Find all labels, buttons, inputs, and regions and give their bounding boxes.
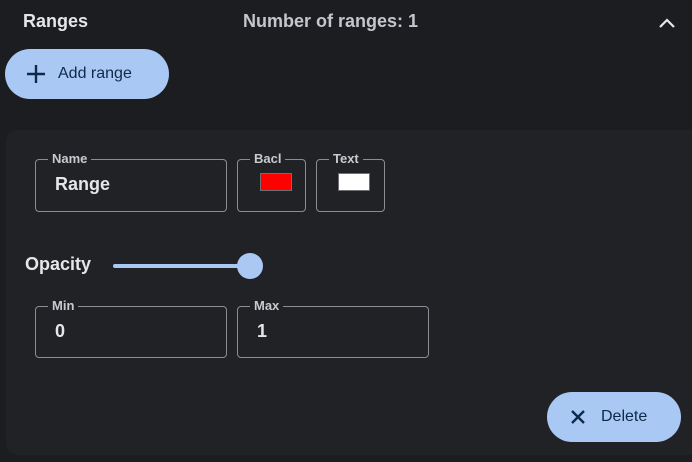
delete-button[interactable]: Delete xyxy=(547,392,681,442)
background-color-field[interactable]: Bacl xyxy=(237,151,306,212)
delete-label: Delete xyxy=(601,408,648,425)
close-icon xyxy=(569,408,587,426)
text-color-swatch[interactable] xyxy=(338,173,370,191)
add-range-button[interactable]: Add range xyxy=(5,49,169,99)
plus-icon xyxy=(25,63,47,85)
opacity-label: Opacity xyxy=(25,254,92,274)
background-color-swatch[interactable] xyxy=(260,173,292,191)
max-field-label: Max xyxy=(250,298,284,314)
min-field-value: 0 xyxy=(55,321,66,341)
add-range-label: Add range xyxy=(58,65,132,82)
max-field-value: 1 xyxy=(257,321,268,341)
name-field-label: Name xyxy=(48,151,92,167)
opacity-slider-thumb[interactable] xyxy=(237,253,263,279)
name-field-value: Range xyxy=(55,174,111,194)
name-field[interactable]: Name Range xyxy=(35,151,227,212)
min-field[interactable]: Min 0 xyxy=(35,298,227,358)
chevron-up-icon xyxy=(659,18,675,28)
range-count: Number of ranges: 1 xyxy=(243,11,419,31)
collapse-button[interactable] xyxy=(654,10,680,36)
min-field-label: Min xyxy=(48,298,79,314)
opacity-slider[interactable] xyxy=(113,253,263,279)
text-color-field[interactable]: Text xyxy=(316,151,385,212)
max-field[interactable]: Max 1 xyxy=(237,298,429,358)
text-color-label: Text xyxy=(329,151,363,167)
opacity-slider-track xyxy=(113,264,250,268)
section-title: Ranges xyxy=(23,11,89,31)
background-color-label: Bacl xyxy=(250,151,286,167)
